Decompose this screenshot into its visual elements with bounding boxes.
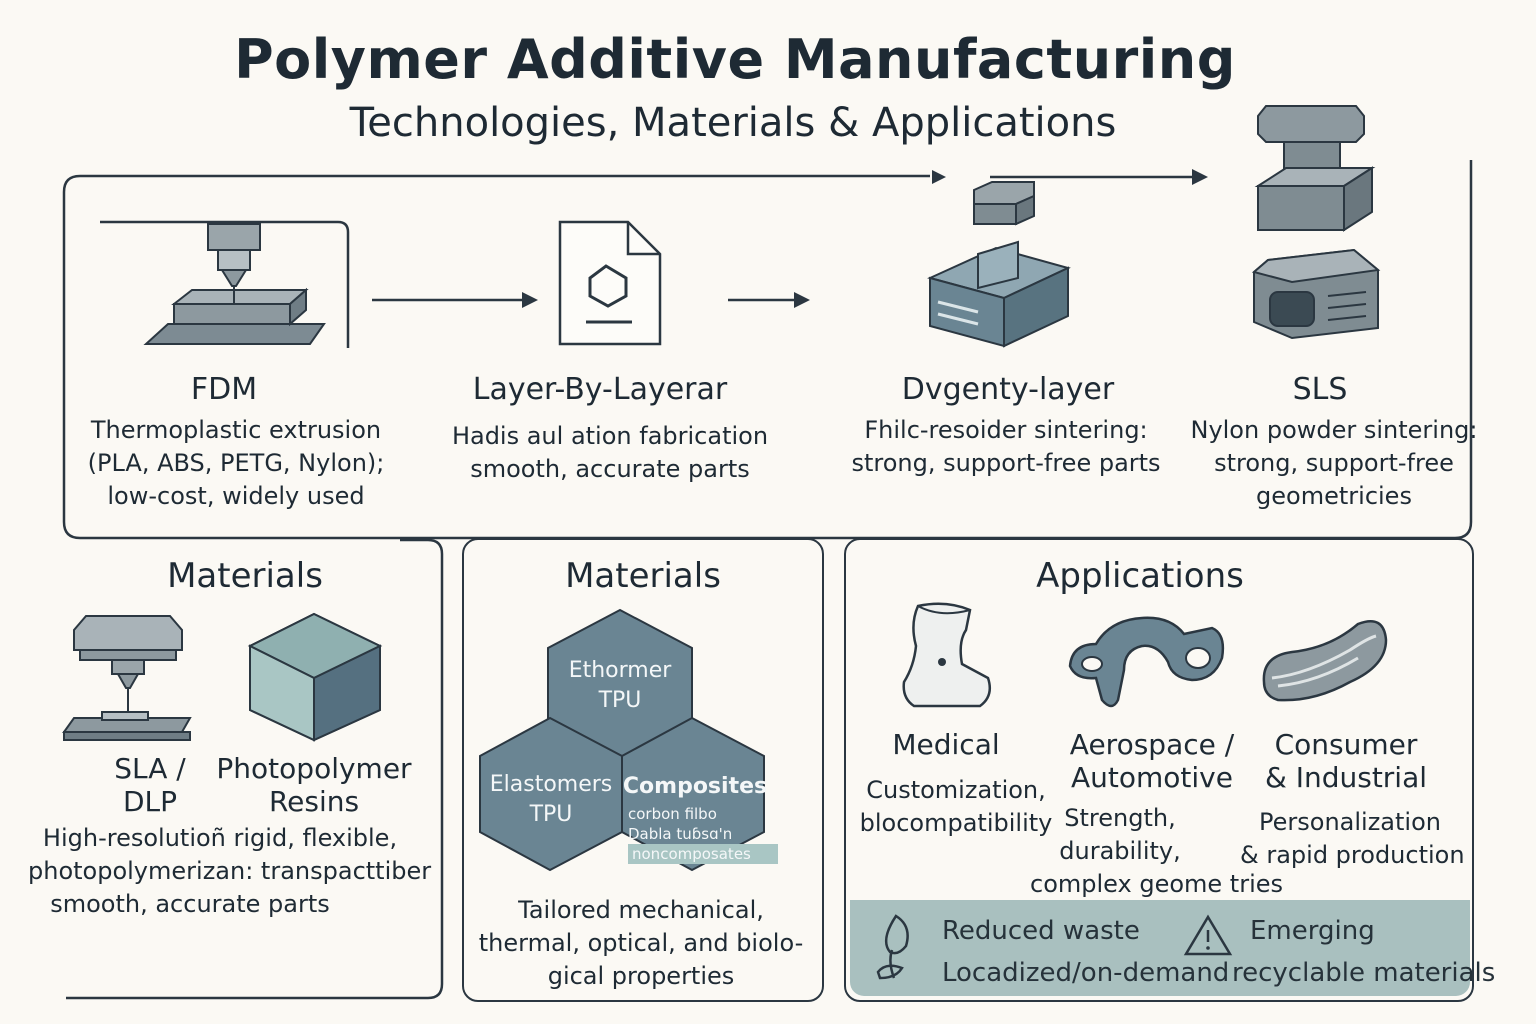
tech-fdm-desc-line: low-cost, widely used	[107, 482, 365, 510]
materials-left-desc-line: photopolymerizan: transpacttiber	[28, 857, 432, 885]
fdm-printer-nozzle-icon	[143, 223, 326, 345]
tech-dvgenty-desc-line: Fhilc-resoider sintering:	[864, 416, 1148, 444]
tech-dvgenty-desc-line: strong, support-free parts	[851, 449, 1161, 477]
tech-sls-desc-line: geometricies	[1256, 482, 1412, 510]
tech-fdm-desc-line: (PLA, ABS, PETG, Nylon);	[87, 449, 385, 477]
tech-sls-title: SLS	[1292, 372, 1348, 407]
photopolymer-resins-title: Photopolymer Resins	[214, 752, 414, 818]
tech-fdm-desc-line: Thermoplastic extrusion	[90, 416, 382, 444]
materials-center-desc-line: gical properties	[547, 962, 735, 990]
tech-sls-desc-line: Nylon powder sintering:	[1190, 416, 1478, 444]
app-aerospace-desc-line: Strength,	[1064, 804, 1176, 832]
materials-left-desc-line: High-resolutioñ rigid, flexible,	[42, 824, 398, 852]
aerospace-part-icon	[1068, 616, 1225, 708]
consumer-shoe-sole-icon	[1262, 620, 1388, 702]
applications-box	[844, 538, 1474, 1002]
materials-left-heading: Materials	[167, 556, 323, 596]
banner-right-line-1: Emerging	[1250, 916, 1375, 946]
tech-fdm-title: FDM	[190, 372, 258, 407]
app-aerospace-title-line: Automotive	[1071, 761, 1233, 794]
cube-block-icon	[927, 181, 1071, 348]
page-title: Polymer Additive Manufacturing	[234, 28, 1236, 91]
hex-left-label: Elastomers TPU	[476, 770, 626, 830]
hex-left-label-line: Elastomers	[489, 772, 613, 797]
tech-fdm-desc: Thermoplastic extrusion (PLA, ABS, PETG,…	[66, 414, 406, 513]
hexagon-cube-icon	[247, 612, 383, 742]
hex-left-label-line: TPU	[529, 802, 573, 827]
material-hexagons	[479, 608, 765, 872]
hex-right	[621, 716, 765, 872]
materials-center-desc: Tailored mechanical, thermal, optical, a…	[472, 894, 810, 993]
hex-top-label-line: Ethormer	[568, 658, 672, 683]
app-consumer-desc: Personalization & rapid production	[1240, 806, 1465, 872]
tech-layer-desc-line: Hadis aul ation fabrication	[451, 422, 769, 450]
page-subtitle: Technologies, Materials & Applications	[349, 100, 1117, 146]
app-aerospace-desc-line: complex geome tries	[1030, 870, 1284, 898]
materials-center-heading: Materials	[565, 556, 721, 596]
sla-dlp-title: SLA / DLP	[70, 752, 230, 818]
leaf-icon	[876, 914, 909, 980]
app-aerospace-title-line: Aerospace /	[1069, 728, 1235, 761]
applications-heading: Applications	[1036, 556, 1244, 596]
tech-layer-desc-line: smooth, accurate parts	[470, 455, 750, 483]
app-aerospace-title: Aerospace / Automotive	[1062, 728, 1242, 794]
app-medical-title-line: Medical	[892, 728, 1000, 761]
sla-dlp-title-line: SLA /	[114, 752, 186, 785]
sla-dlp-title-line: DLP	[122, 785, 178, 818]
sls-part-icon	[1251, 105, 1381, 340]
sustainability-banner	[850, 900, 1470, 996]
photopolymer-resins-title-line: Photopolymer	[216, 752, 412, 785]
warning-icon	[1183, 914, 1233, 956]
app-consumer-title-line: Consumer	[1274, 728, 1418, 761]
app-consumer-desc-line: & rapid production	[1240, 841, 1465, 869]
photopolymer-resins-title-line: Resins	[268, 785, 360, 818]
materials-left-desc-line: smooth, accurate parts	[50, 890, 330, 918]
app-medical-desc-line: blocompatibility	[859, 809, 1053, 837]
sla-printer-icon	[62, 615, 192, 741]
banner-left-line-2: Locadized/on-demand	[942, 958, 1230, 988]
medical-orthosis-icon	[902, 602, 991, 708]
hex-right-small: corbon filbo Dabla tuɓsɑ'n noncomposates	[628, 804, 778, 864]
hex-top-label-line: TPU	[598, 688, 642, 713]
materials-center-box	[462, 538, 824, 1002]
tech-dvgenty-desc: Fhilc-resoider sintering: strong, suppor…	[846, 414, 1166, 480]
tech-dvgenty-title: Dvgenty-layer	[901, 372, 1115, 407]
app-consumer-desc-line: Personalization	[1259, 808, 1441, 836]
hex-right-small-line: corbon filbo	[628, 805, 717, 823]
hex-right-small-line: Dabla tuɓsɑ'n	[628, 825, 733, 843]
materials-left-desc: High-resolutioñ rigid, flexible, photopo…	[28, 822, 432, 921]
tech-sls-desc: Nylon powder sintering: strong, support-…	[1186, 414, 1482, 513]
app-medical-title: Medical	[866, 728, 1026, 761]
hex-right-title: Composites	[622, 774, 768, 799]
tech-layer-desc: Hadis aul ation fabrication smooth, accu…	[430, 420, 790, 486]
app-aerospace-desc-line: durability,	[1059, 837, 1181, 865]
app-medical-desc: Customization, blocompatibility	[856, 774, 1056, 840]
materials-center-desc-line: thermal, optical, and biolo-	[478, 929, 804, 957]
banner-right-line-2: recyclable materials	[1232, 958, 1496, 988]
app-consumer-title-line: & Industrial	[1264, 761, 1428, 794]
tech-layer-title: Layer-By-Layerar	[472, 372, 728, 407]
banner-left-line-1: Reduced waste	[942, 916, 1140, 946]
hex-top-label: Ethormer TPU	[540, 656, 700, 716]
app-medical-desc-line: Customization,	[866, 776, 1046, 804]
file-icon	[558, 220, 662, 346]
tech-sls-desc-line: strong, support-free	[1214, 449, 1454, 477]
hex-right-small-line: noncomposates	[628, 844, 778, 864]
app-aerospace-desc: Strength, durability, complex geome trie…	[1030, 802, 1284, 901]
app-consumer-title: Consumer & Industrial	[1256, 728, 1436, 794]
materials-center-desc-line: Tailored mechanical,	[518, 896, 764, 924]
